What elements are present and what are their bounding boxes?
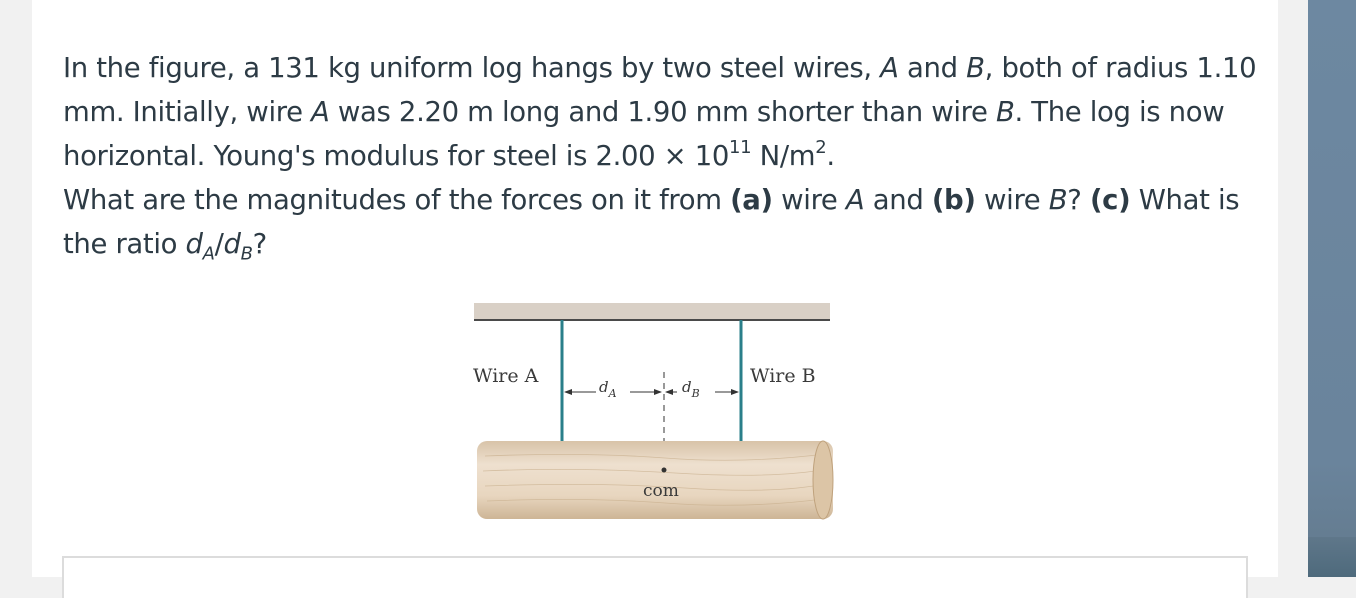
wire-b-italic: B (966, 52, 985, 84)
da-label: dA (599, 378, 617, 400)
part-b-marker: (b) (931, 184, 976, 216)
text-segment: ? (252, 228, 268, 260)
text-segment: and (898, 52, 967, 84)
subscript-a: A (202, 243, 215, 265)
exponent: 11 (729, 136, 752, 158)
text-segment: was 2.20 m long and 1.90 mm shorter than… (329, 96, 996, 128)
exponent: 2 (815, 136, 827, 158)
d-symbol: d (185, 228, 203, 260)
text-segment: In the figure, a 131 kg uniform log hang… (63, 52, 881, 84)
text-segment: wire (975, 184, 1049, 216)
wire-a-italic: A (311, 96, 330, 128)
question-paragraph-2: What are the magnitudes of the forces on… (63, 178, 1263, 266)
d-symbol: d (223, 228, 241, 260)
subscript-b: B (240, 243, 253, 265)
text-segment: and (864, 184, 932, 216)
part-c-marker: (c) (1089, 184, 1131, 216)
wire-b-label: Wire B (750, 365, 816, 387)
wire-a-italic: A (880, 52, 899, 84)
wire-b-italic: B (1048, 184, 1068, 216)
text-segment: ? (1067, 184, 1090, 216)
log-end (812, 440, 834, 520)
com-label: com (643, 481, 679, 501)
db-label: dB (682, 378, 700, 400)
wire-b-italic: B (995, 96, 1015, 128)
ceiling-beam (474, 303, 830, 321)
wire-a-label: Wire A (473, 365, 539, 387)
log-body (477, 441, 833, 519)
text-segment: What is the ratio (63, 184, 1240, 260)
text-segment: wire (772, 184, 846, 216)
part-a-marker: (a) (730, 184, 773, 216)
com-dot (661, 467, 667, 473)
background-strip-bottom (1308, 537, 1356, 577)
wire-a-italic: A (845, 184, 865, 216)
text-segment: , both of radius 1.10 mm. Initially, wir… (63, 52, 1257, 128)
background-strip (1308, 0, 1356, 577)
text-segment: . The log is now horizontal. Young's mod… (63, 96, 1225, 172)
text-segment: N/m (751, 140, 816, 172)
text-segment: / (214, 228, 224, 260)
answer-box[interactable] (62, 556, 1248, 598)
log-figure: Wire A Wire B dA dB com (473, 303, 834, 520)
question-paragraph-1: In the figure, a 131 kg uniform log hang… (63, 46, 1263, 178)
log-grain (482, 453, 828, 506)
text-segment: What are the magnitudes of the forces on… (63, 184, 731, 216)
text-segment: . (826, 140, 835, 172)
question-text: In the figure, a 131 kg uniform log hang… (63, 46, 1263, 266)
